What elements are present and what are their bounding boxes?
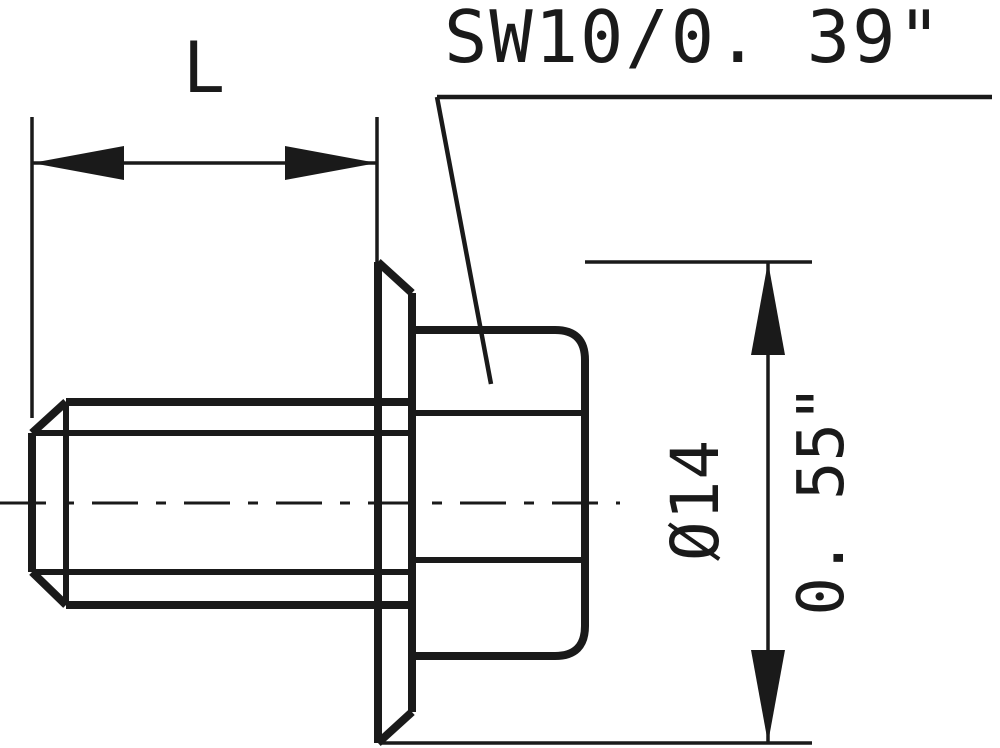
diameter-value-label: Ø14 bbox=[657, 439, 734, 561]
diameter-inch-label: 0. 55" bbox=[785, 384, 859, 615]
wrench-size-leader-line bbox=[434, 96, 494, 385]
flange-chamfer-top bbox=[375, 259, 415, 296]
length-dimension-group: L bbox=[30, 27, 379, 418]
hex-head-outline bbox=[412, 326, 589, 660]
length-arrow-left bbox=[32, 146, 124, 180]
diameter-arrow-top bbox=[751, 262, 785, 355]
wrench-size-note-text: SW10/0. 39" bbox=[444, 0, 943, 79]
length-dimension-label: L bbox=[183, 27, 225, 109]
flange-chamfer-bottom bbox=[375, 709, 415, 746]
wrench-size-note-group: SW10/0. 39" bbox=[434, 0, 992, 385]
shank-chamfer-bottom bbox=[29, 569, 69, 608]
hex-head-group bbox=[412, 326, 589, 660]
length-arrow-right bbox=[285, 146, 377, 180]
diameter-dimension-group: Ø14 0. 55" bbox=[380, 260, 859, 745]
diameter-arrow-bottom bbox=[751, 650, 785, 743]
shank-chamfer-top bbox=[29, 399, 69, 436]
